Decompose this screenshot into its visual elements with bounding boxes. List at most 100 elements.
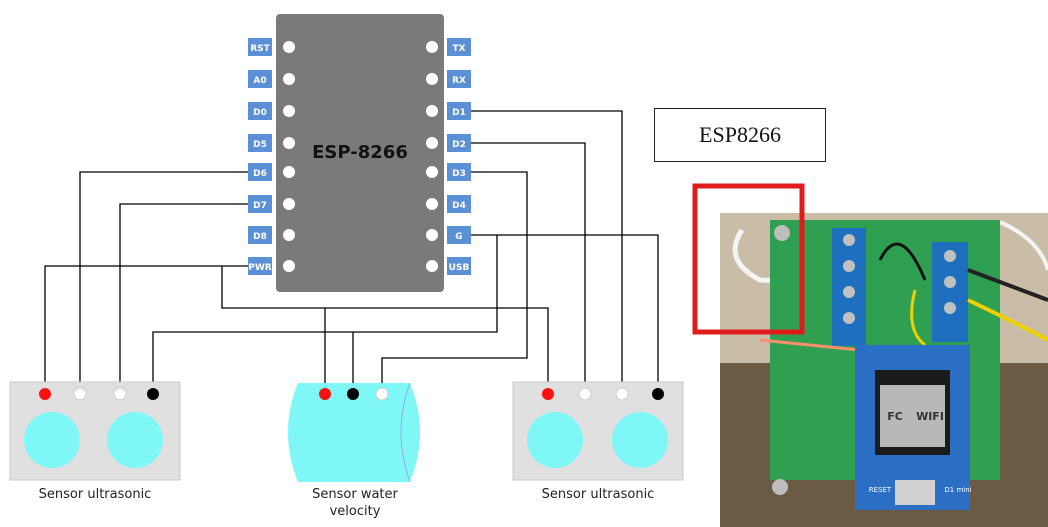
pin-trig [73, 387, 87, 401]
pin-hole [283, 137, 295, 149]
pin-label: A0 [253, 76, 266, 86]
pin-vcc [39, 388, 51, 400]
board-marking: RESET [869, 486, 892, 494]
pin-label-box [248, 226, 272, 244]
sensor-cylinder [288, 383, 420, 482]
pin-gnd [347, 388, 359, 400]
screw [843, 312, 855, 324]
pin-hole [283, 166, 295, 178]
jumper-wire [910, 289, 926, 347]
wire-pwr [44, 265, 248, 385]
sensor-caption: Sensor ultrasonic [542, 487, 655, 502]
pin-hole [426, 105, 438, 117]
pin-label: G [455, 232, 462, 242]
screw [944, 276, 956, 288]
pin-label: RST [250, 44, 270, 54]
wire-d3 [381, 171, 528, 385]
pin-echo [615, 387, 629, 401]
screw [843, 234, 855, 246]
module-marking: WIFI [916, 410, 944, 423]
sensor-caption: Sensor ultrasonic [39, 487, 152, 502]
pin-label-box [447, 134, 471, 152]
left-ultrasonic-sensor: Sensor ultrasonic [9, 381, 181, 502]
pin-label-box [447, 102, 471, 120]
cable [732, 228, 801, 285]
pin-hole [426, 260, 438, 272]
wire-pwr-2 [221, 266, 549, 385]
sensor-transducer [107, 412, 163, 468]
wire-d7 [119, 203, 248, 385]
highlight-box [692, 183, 805, 335]
pin-hole [426, 137, 438, 149]
pin-label-box [248, 134, 272, 152]
pin-label: D8 [253, 232, 267, 242]
jumper-wire [967, 268, 1048, 302]
screw [843, 286, 855, 298]
pin-hole [283, 198, 295, 210]
right-ultrasonic-sensor: Sensor ultrasonic [512, 381, 684, 502]
board-label: ESP8266 [654, 108, 826, 162]
pin-vcc [319, 388, 331, 400]
pin-vcc [542, 388, 554, 400]
pin-label: PWR [248, 263, 272, 273]
right-pin-column: TX RX D1 D2 D3 D4 G USB [447, 38, 471, 275]
pin-hole [283, 260, 295, 272]
screw [843, 260, 855, 272]
pin-hole [426, 229, 438, 241]
pin-trig [578, 387, 592, 401]
module-marking: FC [887, 410, 903, 423]
pin-label: D6 [253, 169, 267, 179]
pin-label-box [248, 38, 272, 56]
wires [44, 110, 659, 385]
cable [999, 220, 1048, 271]
pin-label-box [447, 195, 471, 213]
pin-label: USB [449, 263, 470, 273]
pin-label-box [447, 257, 471, 275]
pin-label: D0 [253, 108, 267, 118]
jumper-wire [878, 242, 927, 281]
board-photo: WIFI FC RESET D1 mini [720, 213, 1048, 527]
cylinder-edge [400, 382, 411, 483]
pin-hole [426, 41, 438, 53]
left-pin-holes [283, 41, 295, 272]
pin-hole [426, 73, 438, 85]
pin-label-box [447, 70, 471, 88]
pin-label-box [447, 38, 471, 56]
pin-label-box [248, 70, 272, 88]
sensor-caption-line1: Sensor water [312, 487, 398, 502]
pin-hole [426, 198, 438, 210]
pin-label: TX [452, 44, 465, 54]
pin-label: D3 [452, 169, 466, 179]
terminal-screws [843, 234, 956, 324]
wire-d1 [471, 110, 623, 385]
board-marking: D1 mini [944, 486, 971, 494]
pin-hole [283, 105, 295, 117]
right-pin-holes [426, 41, 438, 272]
esp-shield [880, 385, 945, 447]
wire-gnd [471, 234, 659, 385]
sensor-transducer [612, 412, 668, 468]
pin-label-box [447, 226, 471, 244]
pin-hole [283, 73, 295, 85]
pin-label: D1 [452, 108, 466, 118]
pin-label: D5 [253, 140, 267, 150]
pin-label: D2 [452, 140, 466, 150]
sensor-transducer [24, 412, 80, 468]
sensor-transducer [527, 412, 583, 468]
pin-hole [283, 41, 295, 53]
left-pin-column: RST A0 D0 D5 D6 D7 D8 PWR [248, 38, 272, 275]
pin-label-box [447, 163, 471, 181]
pin-label-box [248, 195, 272, 213]
jumper-wire [759, 338, 861, 352]
usb-connector [895, 480, 935, 505]
pin-signal [375, 387, 389, 401]
mount-screw [774, 225, 790, 241]
screw [944, 302, 956, 314]
wire-d6 [79, 171, 248, 385]
pin-label: D4 [452, 201, 466, 211]
wire-d2 [471, 142, 586, 385]
jumper-wire [967, 298, 1048, 342]
chip-title: ESP-8266 [312, 142, 408, 163]
pin-label-box [248, 102, 272, 120]
